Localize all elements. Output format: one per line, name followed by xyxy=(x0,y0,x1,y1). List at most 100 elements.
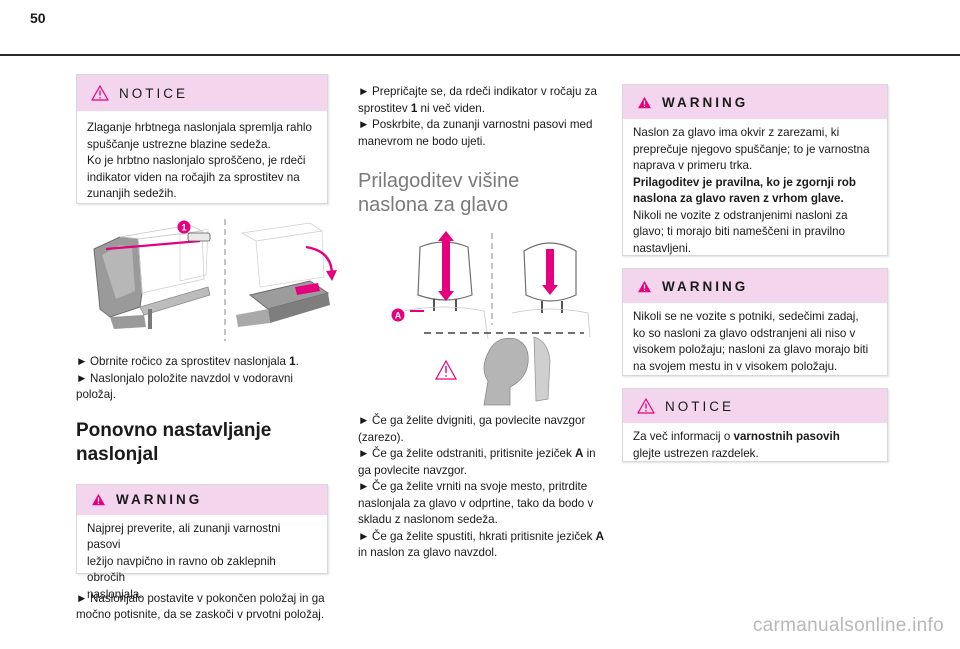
headrest-step-1-cont: (zarezo). xyxy=(358,430,404,444)
warning-box-passengers: WARNING Nikoli se ne vozite s potniki, s… xyxy=(622,268,888,376)
column-1: NOTICE Zlaganje hrbtnega naslonjala spre… xyxy=(76,74,337,624)
headrest-step-1: ►Če ga želite dvigniti, ga povlecite nav… xyxy=(358,413,610,430)
notice-body: Zlaganje hrbtnega naslonjala spremlja ra… xyxy=(77,111,327,213)
intro-step-2: ►Poskrbite, da zunanji varnostni pasovi … xyxy=(358,117,610,134)
warning-line: naslonjala. xyxy=(87,587,143,601)
warning-title: WARNING xyxy=(662,94,749,110)
warning-header: WARNING xyxy=(623,269,887,303)
notice-line: zunanjih sedežih. xyxy=(87,187,177,200)
notice-line: Za več informacij o varnostnih pasovih xyxy=(633,429,877,446)
intro-step-1: ►Prepričajte se, da rdeči indikator v ro… xyxy=(358,84,610,101)
warning-line: Nikoli se ne vozite s potniki, sedečimi … xyxy=(633,310,859,323)
notice-line: Zlaganje hrbtnega naslonjala spremlja ra… xyxy=(87,121,312,134)
headrest-instructions: ►Če ga želite dvigniti, ga povlecite nav… xyxy=(358,413,610,562)
headrest-step-4-text: Če ga želite spustiti, hkrati pritisnite… xyxy=(372,529,596,543)
warning-line: Najprej preverite, ali zunanji varnostni… xyxy=(87,521,281,552)
notice-line: Ko je hrbtno naslonjalo sproščeno, je rd… xyxy=(87,154,306,167)
fold-step-1-text: Obrnite ročico za sprostitev naslonjala xyxy=(90,355,290,368)
page-number: 50 xyxy=(30,10,46,26)
section-heading-line: Ponovno nastavljanje xyxy=(76,419,272,441)
warning-triangle-icon xyxy=(638,280,651,292)
notice-line: glejte ustrezen razdelek. xyxy=(633,446,759,460)
warning-header: WARNING xyxy=(623,85,887,119)
reset-instructions: ►Naslonjalo postavite v pokončen položaj… xyxy=(76,591,328,624)
headrest-step-2: ►Če ga želite odstraniti, pritisnite jez… xyxy=(358,446,610,463)
headrest-step-4-ref: A xyxy=(595,529,604,543)
notice-title: NOTICE xyxy=(119,85,189,101)
headrest-step-1-text: Če ga želite dvigniti, ga povlecite navz… xyxy=(372,414,586,427)
headrest-step-3-text: Če ga želite vrniti na svoje mesto, prit… xyxy=(372,480,588,493)
bullet-arrow-icon: ► xyxy=(358,414,370,427)
warning-line: naprava v primeru trka. xyxy=(633,159,753,172)
intro-text: sprostitev xyxy=(358,101,411,115)
fold-instructions: ►Obrnite ročico za sprostitev naslonjala… xyxy=(76,354,328,404)
warning-body: Naslon za glavo ima okvir z zarezami, ki… xyxy=(623,119,887,267)
fold-step-2: ►Naslonjalo položite navzdol v vodoravni xyxy=(76,371,328,388)
warning-triangle-icon xyxy=(638,96,651,108)
warning-line: ko so nasloni za glavo odstranjeni ali n… xyxy=(633,326,856,340)
warning-line: nastavljeni. xyxy=(633,241,692,255)
headrest-step-3: ►Če ga želite vrniti na svoje mesto, pri… xyxy=(358,479,610,496)
notice-title: NOTICE xyxy=(665,398,735,414)
warning-title: WARNING xyxy=(116,492,203,507)
fold-step-1-ref: 1 xyxy=(289,355,296,368)
section-heading-reset: Ponovno nastavljanje naslonjal xyxy=(76,419,328,467)
headrest-step-4-cont: in naslon za glavo navzdol. xyxy=(358,546,498,559)
warning-triangle-icon xyxy=(637,398,655,414)
notice-body: Za več informacij o varnostnih pasovih g… xyxy=(623,423,887,472)
fold-step-2-text: Naslonjalo položite navzdol v vodoravni xyxy=(90,371,294,385)
intro-text-end: ni več viden. xyxy=(417,101,485,115)
watermark: carmanualsonline.info xyxy=(752,615,944,636)
warning-triangle-icon xyxy=(92,493,105,506)
warning-header: WARNING xyxy=(77,484,327,515)
warning-line-bold: Prilagoditev je pravilna, ko je zgornji … xyxy=(633,175,856,189)
bullet-arrow-icon: ► xyxy=(358,480,370,493)
warning-line-bold: naslona za glavo raven z vrhom glave. xyxy=(633,192,844,205)
intro-ref: 1 xyxy=(410,101,418,115)
notice-box-seatbelts: NOTICE Za več informacij o varnostnih pa… xyxy=(622,388,888,462)
bullet-arrow-icon: ► xyxy=(76,355,88,368)
intro-instructions: ►Prepričajte se, da rdeči indikator v ro… xyxy=(358,84,610,150)
bullet-arrow-icon: ► xyxy=(76,591,88,605)
section-heading-headrest: Prilagoditev višine naslona za glavo xyxy=(358,169,610,217)
fold-step-1: ►Obrnite ročico za sprostitev naslonjala… xyxy=(76,354,328,371)
headrest-illustration: A xyxy=(391,231,591,406)
headrest-lower-drawing xyxy=(511,242,591,338)
warning-line: Nikoli ne vozite z odstranjenimi nasloni… xyxy=(633,208,848,222)
head-position-drawing xyxy=(434,336,551,406)
headrest-step-4: ►Če ga želite spustiti, hkrati pritisnit… xyxy=(358,529,610,546)
headrest-step-2-text: Če ga želite odstraniti, pritisnite jezi… xyxy=(372,447,575,460)
bullet-arrow-icon: ► xyxy=(358,85,370,98)
warning-body: Nikoli se ne vozite s potniki, sedečimi … xyxy=(623,303,887,385)
figure-callout-1: 1 xyxy=(181,223,186,233)
headrest-step-2-end: in xyxy=(583,447,596,460)
warning-line: visokem položaju; nasloni za glavo moraj… xyxy=(633,343,869,356)
intro-step-2-cont: manevrom ne bodo ujeti. xyxy=(358,134,486,148)
reset-step-text: Naslonjalo postavite v pokončen položaj … xyxy=(90,591,325,605)
notice-header: NOTICE xyxy=(77,75,327,111)
intro-step-1-cont: sprostitev 1 ni več viden. xyxy=(358,101,610,118)
section-heading-line: Prilagoditev višine xyxy=(358,170,520,192)
headrest-step-3-cont: naslonjala za glavo v odprtine, tako da … xyxy=(358,496,594,510)
section-heading-line: naslona za glavo xyxy=(358,194,509,216)
notice-line: spuščanje ustrezne blazine sedeža. xyxy=(87,137,271,151)
warning-box: WARNING Najprej preverite, ali zunanji v… xyxy=(76,483,328,601)
reset-step-cont: močno potisnite, da se zaskoči v prvotni… xyxy=(76,608,325,621)
notice-text: Za več informacij o xyxy=(633,430,734,443)
bullet-arrow-icon: ► xyxy=(358,529,370,543)
bullet-arrow-icon: ► xyxy=(358,447,370,460)
warning-box-headrest: WARNING Naslon za glavo ima okvir z zare… xyxy=(622,84,888,256)
warning-line: glavo; ti morajo biti nameščeni in pravi… xyxy=(633,225,846,238)
warning-line: Naslon za glavo ima okvir z zarezami, ki xyxy=(633,126,840,139)
upright-seat-drawing: 1 xyxy=(93,220,211,329)
folded-seat-drawing xyxy=(236,222,337,327)
headrest-step-3-cont: skladu z naslonom sedeža. xyxy=(358,513,498,526)
headrest-step-2-ref: A xyxy=(574,447,584,460)
section-heading-line: naslonjal xyxy=(76,443,159,465)
headrest-step-2-cont: ga povlecite navzgor. xyxy=(358,463,467,477)
warning-line: ležijo navpično in ravno ob zaklepnih ob… xyxy=(87,554,276,585)
warning-line: preprečuje njegovo spuščanje; to je varn… xyxy=(633,142,870,156)
notice-box: NOTICE Zlaganje hrbtnega naslonjala spre… xyxy=(76,74,328,204)
seatbelt-link-text: varnostnih pasovih xyxy=(733,430,840,443)
fold-step-2-cont: položaj. xyxy=(76,388,116,401)
